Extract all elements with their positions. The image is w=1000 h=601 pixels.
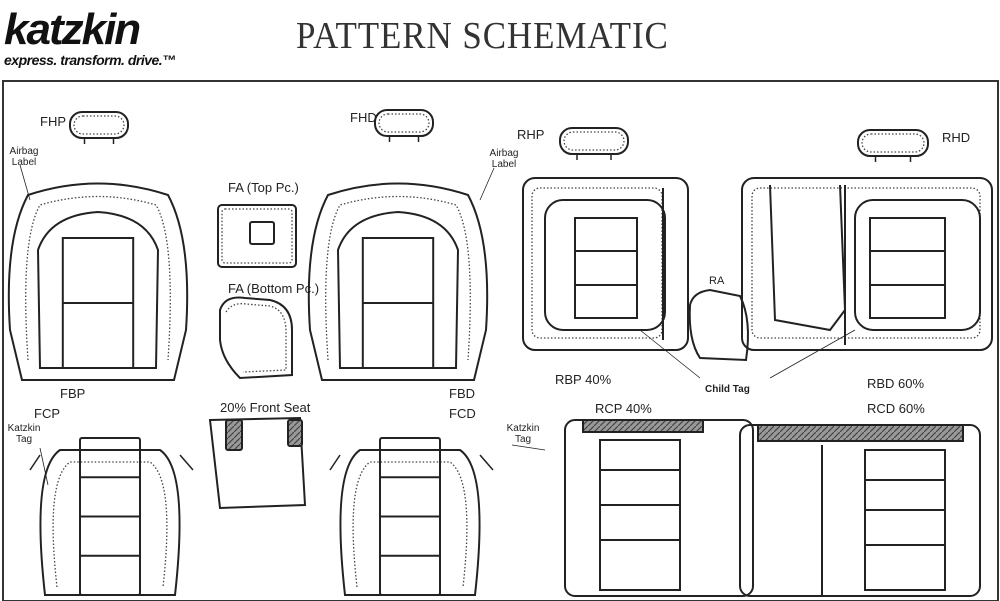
fcd-seat-cushion-flap (479, 454, 494, 471)
label-rbd: RBD 60% (867, 376, 925, 391)
rcp-seat-cushion (564, 419, 754, 597)
katzkin-tag-leader-right (511, 444, 546, 451)
rcd-insert (864, 449, 946, 591)
fa-bottom-piece (219, 296, 293, 380)
fbd-seat-back (307, 182, 489, 381)
fbp-seat-back-bolster (36, 210, 160, 369)
logo-wordmark: katzkin (4, 5, 141, 54)
rhp-headrest-stitch (563, 131, 625, 151)
fbp-seat-back (7, 182, 189, 381)
fcd-seat-cushion (339, 449, 481, 596)
label-fcp: FCP (34, 406, 60, 421)
fcp-seat-cushion-flap (29, 454, 41, 471)
label-fa-top: FA (Top Pc.) (228, 180, 299, 195)
label-katzkin-tag-right: Katzkin Tag (506, 423, 540, 445)
rcp-hatch-strip (582, 419, 704, 433)
rbp-seat-back (522, 177, 689, 351)
rcd-hatch-strip (757, 424, 964, 442)
rbd-bolster (854, 199, 981, 331)
airbag-leader-left (19, 164, 31, 201)
child-tag-leader (769, 329, 856, 379)
rbd-center-armrest-panel (769, 184, 847, 332)
child-tag-leader (639, 329, 701, 379)
fbd-seat-back-bolster (336, 210, 460, 369)
label-airbag-left: Airbag Label (9, 146, 39, 168)
rhd-headrest (857, 129, 929, 157)
front-seat-20-piece (208, 416, 307, 510)
fcd-seat-cushion-flap (329, 454, 341, 471)
label-fbd: FBD (449, 386, 475, 401)
rbp-stitch (531, 187, 663, 339)
label-front-seat: 20% Front Seat (220, 400, 311, 415)
fcd-seat-cushion-stitch (352, 461, 468, 588)
label-rcd: RCD 60% (867, 401, 925, 416)
fbd-seat-back-stitch (325, 195, 471, 361)
fcp-seat-cushion-flap (179, 454, 194, 471)
fa-top-piece (217, 204, 297, 268)
label-fhp: FHP (40, 114, 66, 129)
logo-tagline: express. transform. drive.™ (4, 52, 176, 68)
label-child-tag: Child Tag (705, 384, 750, 395)
rhd-headrest-stitch (861, 133, 925, 153)
front-seat-hatch (225, 419, 243, 451)
rbd-insert (869, 217, 946, 319)
rhp-headrest (559, 127, 629, 155)
label-fcd: FCD (449, 406, 476, 421)
label-katzkin-tag-left: Katzkin Tag (7, 423, 41, 445)
label-rcp: RCP 40% (595, 401, 652, 416)
label-ra: RA (709, 275, 725, 287)
page-title: PATTERN SCHEMATIC (296, 15, 669, 57)
label-fhd: FHD (350, 110, 377, 125)
fbp-seat-back-stitch (25, 195, 171, 361)
rbd-seat-back (741, 177, 993, 351)
fa-top-stitch (221, 208, 293, 264)
label-fbp: FBP (60, 386, 86, 401)
fhd-headrest-stitch (378, 113, 430, 133)
fcp-seat-cushion (39, 449, 181, 596)
fa-top-cutout (249, 221, 275, 245)
fhd-headrest (374, 109, 434, 137)
label-rhp: RHP (517, 127, 545, 142)
fcp-seat-cushion-stitch (52, 461, 168, 588)
rbp-insert (574, 217, 638, 319)
fhp-headrest (69, 111, 129, 139)
katzkin-logo: katzkin express. transform. drive.™ (4, 5, 176, 69)
label-rbp: RBP 40% (555, 372, 612, 387)
fa-bottom-stitch (225, 303, 287, 373)
label-rhd: RHD (942, 130, 971, 145)
airbag-leader-right (479, 167, 495, 201)
front-seat-hatch (287, 419, 303, 447)
rcp-insert (599, 439, 681, 591)
fhp-headrest-stitch (73, 115, 125, 135)
rbp-bolster (544, 199, 666, 331)
ra-armrest (688, 288, 749, 362)
label-fa-bottom: FA (Bottom Pc.) (228, 281, 320, 296)
katzkin-tag-leader-left (39, 447, 49, 486)
label-airbag-right: Airbag Label (489, 148, 519, 170)
